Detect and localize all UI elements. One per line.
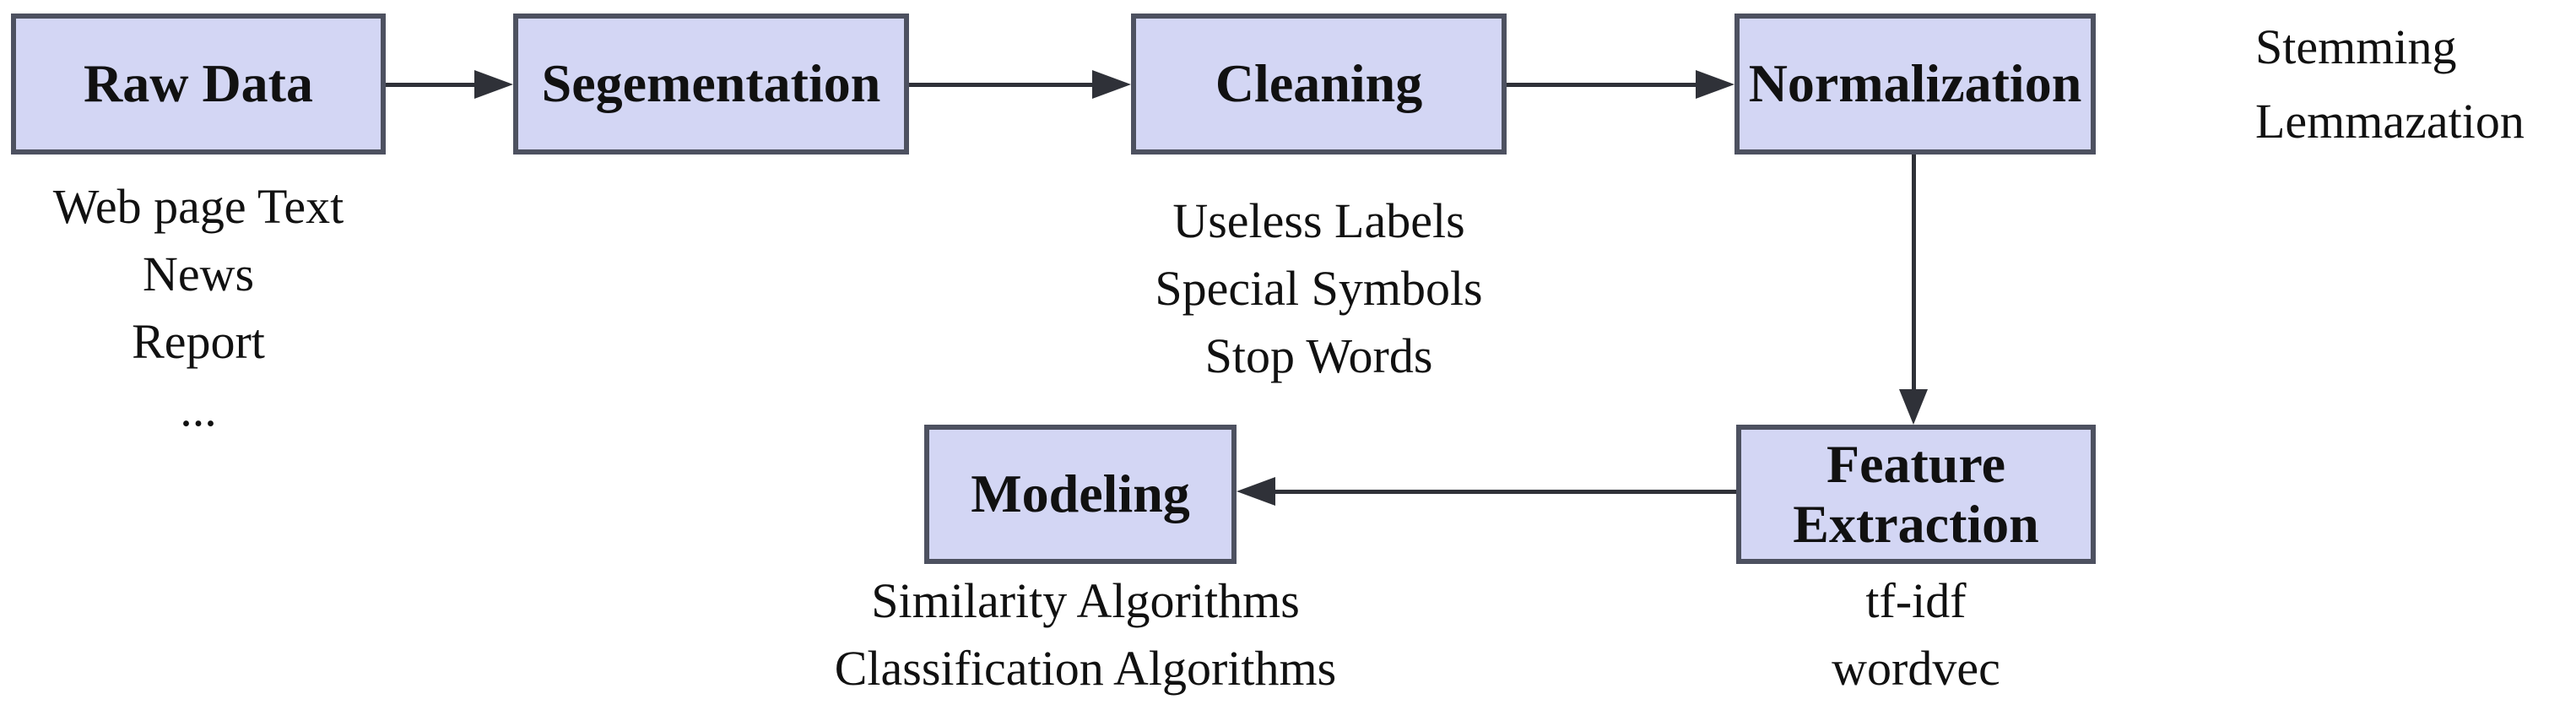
annotation-line: Classification Algorithms (834, 641, 1337, 696)
node-raw-data: Raw Data (11, 14, 386, 154)
arrow-line (1270, 490, 1736, 494)
annotation-normalization: Stemming Lemmazation (2255, 10, 2576, 159)
node-feature-extraction: Feature Extraction (1736, 425, 2096, 564)
arrowhead-right-icon (1092, 70, 1131, 99)
node-feature-extraction-label: Feature Extraction (1793, 434, 2039, 554)
arrow-line (1912, 154, 1916, 391)
annotation-line: News (142, 247, 255, 301)
annotation-line: Special Symbols (1155, 261, 1483, 316)
node-raw-data-label: Raw Data (84, 53, 313, 114)
annotation-line: Stop Words (1204, 328, 1433, 383)
annotation-line: Lemmazation (2255, 94, 2525, 149)
arrow-line (1507, 83, 1699, 87)
annotation-line: Useless Labels (1172, 193, 1465, 248)
annotation-feature-extraction: tf-idf wordvec (1736, 567, 2096, 702)
annotation-line: Stemming (2255, 19, 2457, 74)
node-cleaning-label: Cleaning (1215, 53, 1423, 114)
node-modeling: Modeling (924, 425, 1237, 564)
annotation-line: Report (132, 314, 265, 369)
node-modeling-label: Modeling (971, 464, 1190, 524)
node-cleaning: Cleaning (1131, 14, 1507, 154)
arrowhead-down-icon (1899, 389, 1928, 425)
annotation-cleaning: Useless Labels Special Symbols Stop Word… (1131, 187, 1507, 390)
annotation-raw-data: Web page Text News Report ... (11, 173, 386, 443)
arrowhead-left-icon (1237, 477, 1275, 506)
annotation-line: Similarity Algorithms (871, 573, 1300, 628)
annotation-line: ... (180, 382, 217, 436)
arrowhead-right-icon (474, 70, 513, 99)
annotation-modeling: Similarity Algorithms Classification Alg… (832, 567, 1339, 702)
node-normalization: Normalization (1734, 14, 2096, 154)
annotation-line: wordvec (1832, 641, 2000, 696)
node-normalization-label: Normalization (1748, 53, 2082, 114)
node-segementation: Segementation (513, 14, 909, 154)
annotation-line: tf-idf (1865, 573, 1967, 628)
annotation-line: Web page Text (52, 179, 344, 234)
node-segementation-label: Segementation (541, 53, 881, 114)
arrow-line (386, 83, 480, 87)
arrow-line (909, 83, 1096, 87)
arrowhead-right-icon (1696, 70, 1734, 99)
